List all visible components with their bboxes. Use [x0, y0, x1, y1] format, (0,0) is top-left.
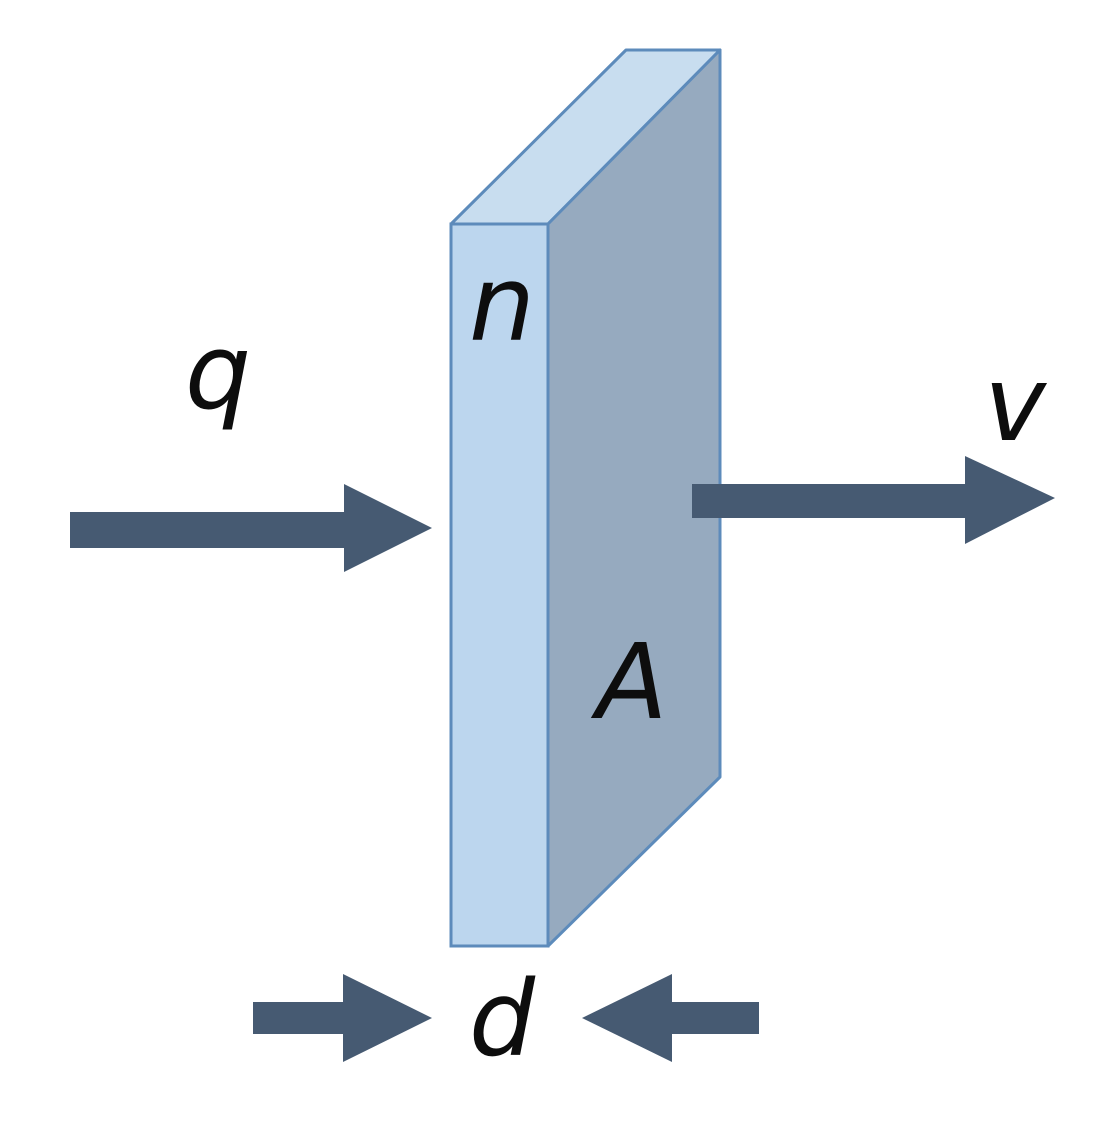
- slab-front-face: [449, 222, 550, 948]
- velocity-arrow: [692, 456, 1055, 544]
- label-charge: q: [185, 311, 251, 433]
- thickness-arrow-left: [253, 974, 432, 1062]
- slab: [449, 48, 722, 948]
- label-area: A: [590, 621, 667, 743]
- label-thickness: d: [469, 958, 536, 1080]
- label-velocity: v: [984, 343, 1047, 465]
- label-density: n: [469, 243, 535, 365]
- thickness-arrows: [253, 974, 759, 1062]
- thickness-arrow-right: [582, 974, 759, 1062]
- incoming-arrow: [70, 484, 432, 572]
